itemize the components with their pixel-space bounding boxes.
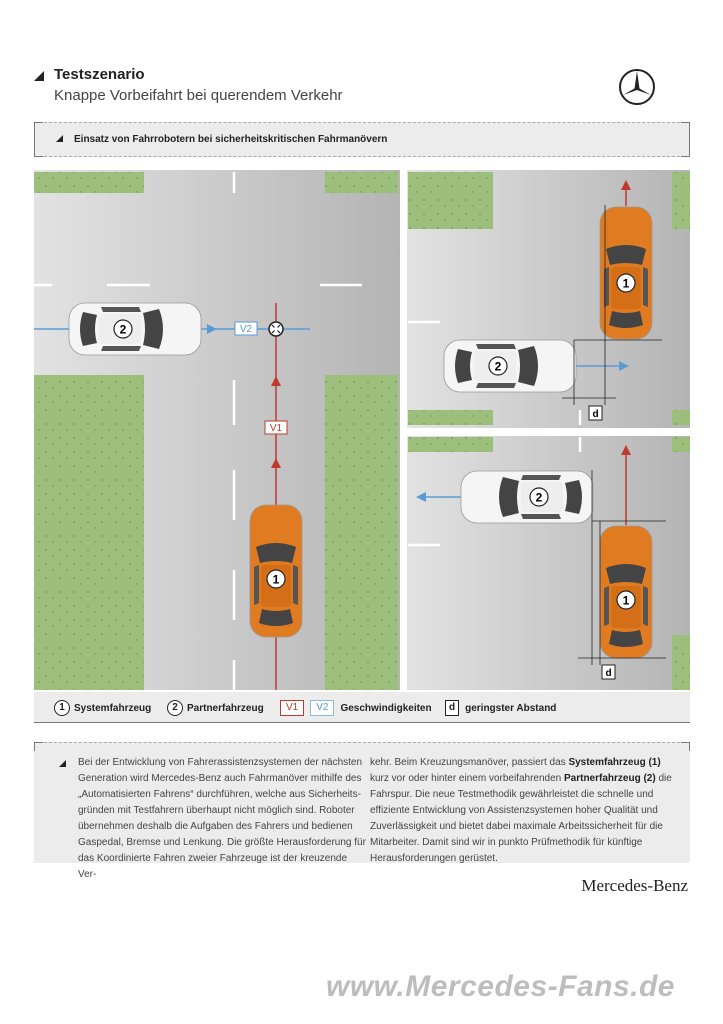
arrow-left-icon [416,492,426,502]
description-box: Bei der Entwicklung von Fahrerassistenzs… [34,742,690,880]
distance-measure [578,470,666,665]
svg-text:2: 2 [536,491,543,505]
partner-car: 2 [443,339,577,393]
arrow-right-icon [207,324,217,334]
v1-badge [264,420,288,435]
grass-area [325,375,398,690]
system-car: 1 [599,525,653,659]
scenario-diagram: 2 V2 V1 1 1 2 d [34,170,690,690]
triangle-bullet-icon [34,71,44,81]
grass-area [408,437,493,452]
page-title: Testszenario [54,66,145,83]
distance-measure [562,205,662,405]
section-banner: Einsatz von Fahrrobotern bei sicherheits… [34,122,690,157]
svg-text:1: 1 [623,594,630,608]
arrow-up-icon [621,180,631,190]
grass-area [672,172,690,229]
arrow-up-icon [271,458,281,468]
d-badge [601,664,616,680]
d-label: d [605,668,611,679]
partner-car: 2 [68,302,202,356]
lane-markings [34,172,362,690]
svg-text:1: 1 [273,573,280,587]
svg-text:2: 2 [495,360,502,374]
arrow-up-icon [621,445,631,455]
d-label: d [592,409,598,420]
system-car: 1 [249,504,303,638]
banner-title: Einsatz von Fahrrobotern bei sicherheits… [74,134,388,145]
v1-label: V1 [270,423,283,434]
page-subtitle: Knappe Vorbeifahrt bei querendem Verkehr [54,87,343,104]
watermark: www.Mercedes-Fans.de [326,970,675,1003]
collision-point-icon [268,321,284,337]
svg-text:1: 1 [623,277,630,291]
arrow-right-icon [619,361,629,371]
brand-wordmark: Mercedes-Benz [581,876,688,895]
mercedes-star-logo [619,69,655,105]
v2-label: V2 [240,324,253,335]
description-column-2: kehr. Beim Kreuzungsmanöver, passiert da… [370,757,672,864]
legend-speeds: V1 V2 Geschwindigkeiten [280,700,432,716]
grass-area [672,410,690,425]
grass-area [408,172,493,229]
grass-area [672,635,690,690]
grass-area [34,375,144,690]
description-column-1: Bei der Entwicklung von Fahrerassistenzs… [78,757,366,880]
triangle-bullet-icon [59,760,66,767]
grass-area [325,172,398,193]
system-car: 1 [599,206,653,340]
triangle-bullet-icon [56,135,63,142]
svg-text:2: 2 [120,323,127,337]
arrow-up-icon [271,376,281,386]
grass-area [34,172,144,193]
partner-car: 2 [460,470,594,524]
d-badge [588,405,603,421]
grass-area [672,437,690,452]
grass-area [408,410,493,425]
legend-distance: d geringster Abstand [445,700,556,716]
v2-badge [234,321,258,336]
